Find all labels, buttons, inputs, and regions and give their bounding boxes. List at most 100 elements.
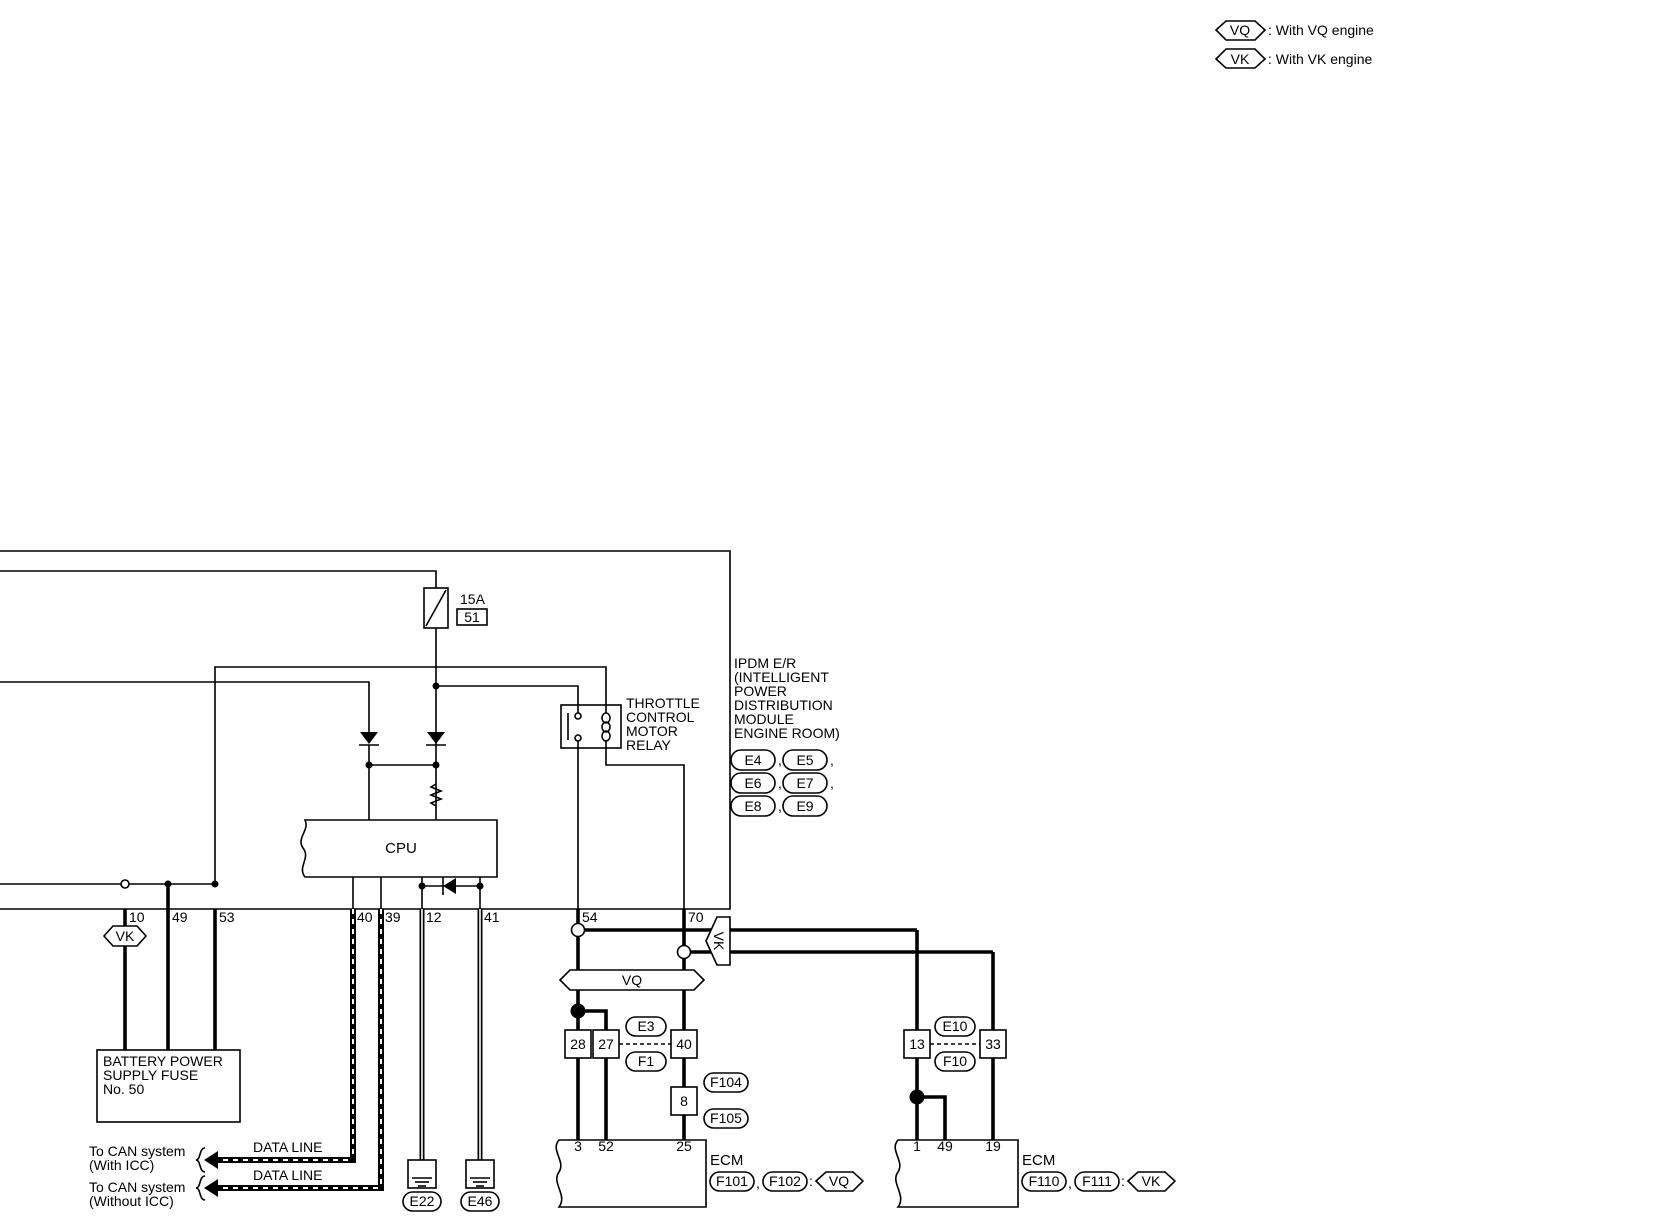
ground-e46 — [460, 1191, 500, 1212]
ipdm-module: 15A 51 CPU — [0, 550, 840, 910]
joint-pin-33-label: 33 — [985, 1036, 1001, 1052]
connector-f101-label: F101 — [716, 1173, 748, 1189]
legend-vk-text: : With VK engine — [1268, 51, 1372, 67]
vk-tag-left-label: VK — [116, 928, 135, 944]
ecm-vq-pin-25: 25 — [676, 1138, 692, 1154]
connector-f110 — [1021, 1171, 1067, 1192]
connector-e5-label: E5 — [796, 752, 813, 768]
module-label-1: IPDM E/R — [734, 655, 796, 671]
data-line-label-1: DATA LINE — [253, 1139, 323, 1155]
connector-e5 — [782, 749, 828, 771]
separator: , — [1068, 1175, 1072, 1191]
terminal-70: 70 — [688, 909, 704, 925]
ecm-vk-engine-tag: VK — [1142, 1173, 1161, 1189]
battery-fuse-section: VK BATTERY POWER SUPPLY FUSE No. 50 — [96, 884, 241, 1123]
connector-e10-label: E10 — [943, 1018, 968, 1034]
diode-right — [427, 732, 445, 744]
connector-e3 — [625, 1016, 667, 1037]
data-line-label-2: DATA LINE — [253, 1167, 323, 1183]
can-with-icc-line-1: To CAN system — [89, 1143, 185, 1159]
junction-dot — [365, 761, 373, 769]
ecm-vq-block — [555, 1139, 707, 1208]
joint-pin-27-label: 27 — [598, 1036, 614, 1052]
separator: , — [778, 752, 782, 768]
terminal-54: 54 — [582, 909, 598, 925]
terminal-40: 40 — [357, 909, 373, 925]
connector-e4-label: E4 — [744, 752, 761, 768]
relay-label-2: CONTROL — [626, 709, 695, 725]
legend-vk-tag: VK — [1231, 51, 1250, 67]
ecm-vk-label: ECM — [1022, 1152, 1055, 1169]
ecm-vk: 1 49 19 ECM F110 , F111 : VK — [894, 1138, 1177, 1208]
diode-left — [360, 732, 378, 744]
joint-pin-27 — [592, 1029, 620, 1059]
connector-e6 — [730, 772, 776, 794]
battery-fuse-line-3: No. 50 — [103, 1081, 144, 1097]
terminal-12: 12 — [426, 909, 442, 925]
connector-e10 — [934, 1016, 976, 1037]
terminal-49: 49 — [172, 909, 188, 925]
fuse-number: 51 — [464, 609, 480, 625]
ecm-vk-pin-1: 1 — [913, 1138, 921, 1154]
connector-e9 — [782, 795, 828, 817]
fuse-element — [425, 589, 447, 627]
joint-pin-28 — [564, 1029, 592, 1059]
connector-e7 — [782, 772, 828, 794]
connector-f1-label: F1 — [638, 1053, 655, 1069]
separator: , — [778, 798, 782, 814]
ecm-vq-label: ECM — [710, 1152, 743, 1169]
separator: : — [1121, 1173, 1125, 1189]
connector-f104 — [703, 1072, 749, 1093]
legend-vq-text: : With VQ engine — [1268, 22, 1374, 38]
connector-e7-label: E7 — [796, 775, 813, 791]
relay-contact — [574, 734, 582, 742]
separator: : — [809, 1173, 813, 1189]
legend-vq-tag: VQ — [1230, 22, 1250, 38]
cpu-block — [300, 819, 498, 878]
open-junction — [570, 922, 586, 938]
connector-f110-label: F110 — [1029, 1173, 1060, 1189]
open-junction — [676, 944, 692, 960]
vq-engine-tag — [1214, 20, 1267, 41]
junction-dot — [476, 882, 484, 890]
connector-f1 — [625, 1051, 667, 1072]
connector-f102 — [762, 1171, 808, 1192]
connector-f101 — [709, 1171, 755, 1192]
joint-pin-40 — [670, 1029, 698, 1059]
legend: VQ : With VQ engine VK : With VK engine — [1214, 20, 1374, 69]
joint-pin-40-label: 40 — [676, 1036, 692, 1052]
vq-tag-bar — [558, 969, 706, 991]
separator: , — [830, 752, 834, 768]
ecm-vk-block — [894, 1139, 1019, 1208]
ecm-vq-pin-52: 52 — [598, 1138, 614, 1154]
module-label-2: (INTELLIGENT — [734, 669, 829, 685]
fuse-supply-wire — [0, 570, 437, 588]
connector-f10 — [934, 1051, 976, 1072]
connector-f10-label: F10 — [943, 1053, 967, 1069]
throttle-control-motor-relay — [560, 704, 622, 749]
connector-e4 — [730, 749, 776, 771]
relay-label-4: RELAY — [626, 737, 672, 753]
separator: , — [778, 775, 782, 791]
brace-without-icc — [195, 1175, 206, 1201]
relay-label-3: MOTOR — [626, 723, 678, 739]
module-label-6: ENGINE ROOM) — [734, 725, 840, 741]
fuse-rating: 15A — [460, 591, 486, 607]
ground-e22-box — [407, 1159, 437, 1189]
inline-pin-8-label: 8 — [680, 1093, 688, 1109]
grounds: E22 E46 — [402, 909, 500, 1212]
module-label-4: DISTRIBUTION — [734, 697, 833, 713]
vk-tag-left — [102, 925, 148, 947]
separator: , — [830, 775, 834, 791]
terminal-41: 41 — [484, 909, 500, 925]
terminal-53: 53 — [219, 909, 235, 925]
ground-e46-box — [465, 1159, 495, 1189]
can-arrow-with-icc — [204, 1151, 218, 1169]
can-without-icc-line-1: To CAN system — [89, 1179, 185, 1195]
connector-e3-label: E3 — [637, 1018, 654, 1034]
connector-f111 — [1074, 1171, 1120, 1192]
vq-tag-bar-label: VQ — [622, 972, 642, 988]
ground-diode — [443, 878, 456, 894]
ecm-vk-pin-19: 19 — [985, 1138, 1001, 1154]
